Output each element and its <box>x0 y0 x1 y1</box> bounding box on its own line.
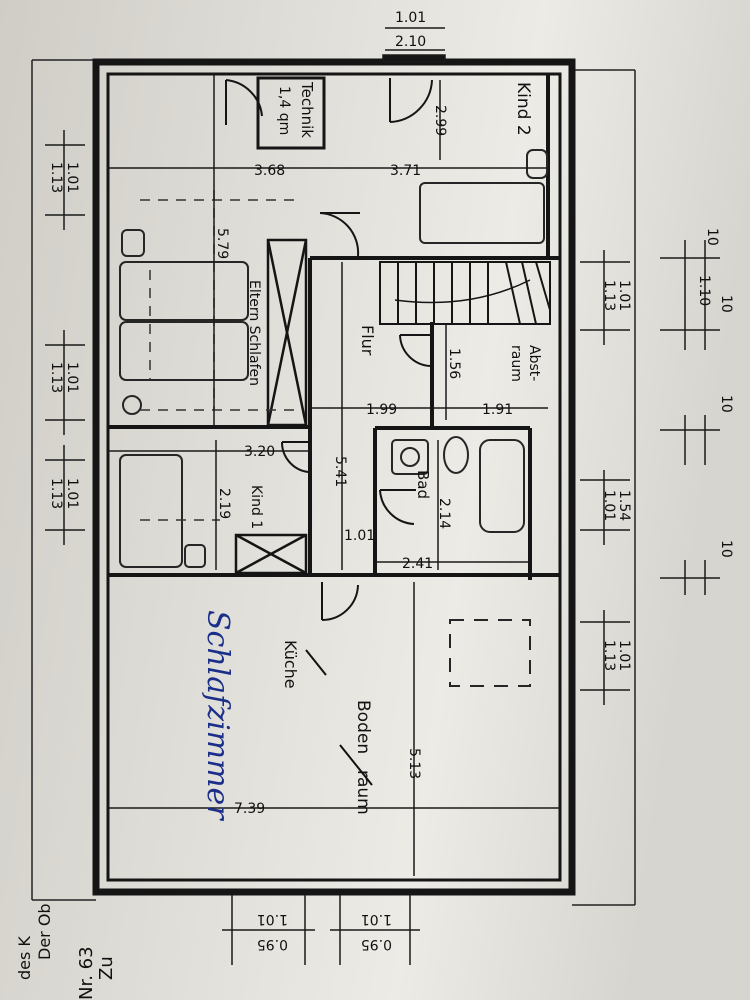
dim-bot2b: 0.95 <box>361 936 392 952</box>
dim-101-inner: 1.01 <box>344 528 375 544</box>
dim-739: 7.39 <box>234 801 265 817</box>
dim-371: 3.71 <box>390 163 421 179</box>
label-kueche: Küche <box>281 640 300 689</box>
margin-nr: Nr. 63 <box>76 946 97 1000</box>
dim-156: 1.56 <box>446 348 462 379</box>
dim-191: 1.91 <box>482 402 513 418</box>
bed-eltern-2 <box>119 321 249 381</box>
doors <box>225 78 433 621</box>
margin-text: Zu Nr. 63 Der Ob des K <box>15 903 117 1000</box>
dimension-labels: 1.01 2.10 2.99 3.68 3.71 5.79 1.56 1.99 … <box>48 10 734 952</box>
label-flur: Flur <box>358 325 377 356</box>
dim-214: 2.14 <box>436 498 452 529</box>
dim-bot2a: 1.01 <box>361 911 392 927</box>
dim-r2a: 1.54 <box>616 490 632 521</box>
dim-top-a: 1.01 <box>395 10 426 26</box>
staircase <box>379 261 551 325</box>
label-kind2: Kind 2 <box>513 82 533 136</box>
dim-far-top: 10 <box>704 228 720 246</box>
right-dimension-ticks <box>580 240 720 705</box>
dim-r1a: 1.01 <box>616 280 632 311</box>
interior-walls <box>108 74 560 580</box>
label-abst2: raum <box>508 345 524 382</box>
dim-bot1a: 1.01 <box>257 911 288 927</box>
dim-far-10d: 10 <box>718 540 734 558</box>
shafts <box>234 238 308 575</box>
dim-top-b: 2.10 <box>395 34 426 50</box>
dim-left1b: 1.13 <box>48 162 64 193</box>
label-kind1: Kind 1 <box>248 485 264 529</box>
bottom-dimension-ticks <box>222 895 420 965</box>
dimension-lines <box>108 27 560 876</box>
dim-left3b: 1.13 <box>48 478 64 509</box>
handwritten-schlafzimmer: Schlafzimmer <box>200 610 235 821</box>
dim-579: 5.79 <box>214 228 230 259</box>
dim-left1a: 1.01 <box>64 162 80 193</box>
bed-kind2 <box>419 182 545 244</box>
dim-199: 1.99 <box>366 402 397 418</box>
margin-der: Der Ob <box>35 903 54 960</box>
dim-far-10c: 10 <box>718 395 734 413</box>
dim-513: 5.13 <box>406 748 422 779</box>
room-labels: Technik 1,4 qm Kind 2 Eltern Schlafen Fl… <box>246 81 542 815</box>
label-eltern: Eltern Schlafen <box>246 280 262 386</box>
label-raum: raum <box>353 770 373 815</box>
label-abst: Abst- <box>526 345 542 381</box>
desk-kind2 <box>526 149 548 179</box>
dim-368: 3.68 <box>254 163 285 179</box>
dim-far-110: 1.10 <box>696 275 712 306</box>
dim-far-10b: 10 <box>718 295 734 313</box>
dim-241: 2.41 <box>402 556 433 572</box>
dim-left2b: 1.13 <box>48 362 64 393</box>
label-technik: Technik <box>298 81 316 138</box>
bathtub <box>479 439 525 533</box>
dim-320: 3.20 <box>244 444 275 460</box>
label-technik-area: 1,4 qm <box>276 86 292 135</box>
dim-541: 5.41 <box>332 456 348 487</box>
dim-219: 2.19 <box>216 488 232 519</box>
label-bad: Bad <box>414 470 432 499</box>
dim-r3b: 1.13 <box>601 640 617 671</box>
margin-zu: Zu <box>96 956 117 980</box>
drawing-frame <box>31 59 636 906</box>
exterior-walls <box>92 58 576 896</box>
dim-r3a: 1.01 <box>616 640 632 671</box>
dim-left2a: 1.01 <box>64 362 80 393</box>
bed-kind1 <box>119 454 183 568</box>
left-dimension-ticks <box>45 130 85 545</box>
dim-bot1b: 0.95 <box>257 936 288 952</box>
furniture <box>119 149 548 687</box>
dim-r2b: 1.01 <box>601 490 617 521</box>
bed-eltern-1 <box>119 261 249 321</box>
dim-left3a: 1.01 <box>64 478 80 509</box>
dim-r1b: 1.13 <box>601 280 617 311</box>
dim-299: 2.99 <box>432 105 448 136</box>
margin-des: des K <box>15 936 34 980</box>
label-boden: Boden <box>353 700 373 754</box>
